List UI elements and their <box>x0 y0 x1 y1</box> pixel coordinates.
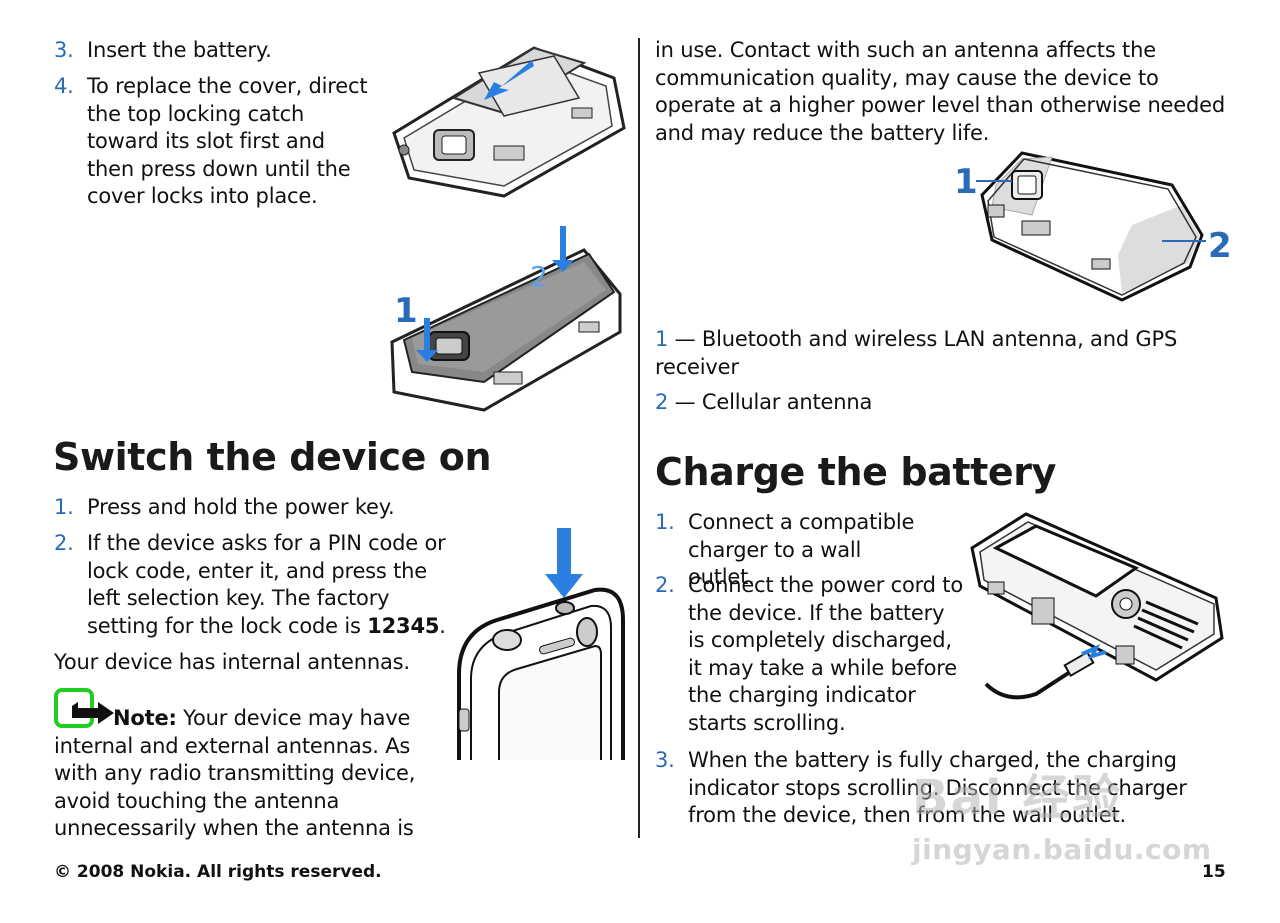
step-text: Insert the battery. <box>87 38 272 62</box>
watermark-url: jingyan.baidu.com <box>912 833 1212 866</box>
step-connect-charger: 1. Connect a compatible charger to a wal… <box>655 509 935 592</box>
step-replace-cover: 4. To replace the cover, direct the top … <box>54 73 384 211</box>
step-number: 1. <box>655 510 675 534</box>
step-text: When the battery is fully charged, the c… <box>688 748 1187 827</box>
legend-item-2: 2 — Cellular antenna <box>655 389 1215 417</box>
antenna-continuation: in use. Contact with such an antenna aff… <box>655 38 1225 145</box>
step-number: 3. <box>54 38 74 62</box>
step-power-key: 1. Press and hold the power key. <box>54 494 454 522</box>
footer-copyright: © 2008 Nokia. All rights reserved. <box>54 862 382 882</box>
step-pin-code: 2. If the device asks for a PIN code or … <box>54 530 454 640</box>
battery-insert-illustration <box>392 46 626 198</box>
figure-label: 2 <box>1208 226 1232 266</box>
note-text: Your device may have internal and extern… <box>54 706 416 840</box>
step-text: If the device asks for a PIN code or loc… <box>87 530 453 640</box>
watermark-logo: Bai 经验 <box>912 770 1123 826</box>
note-icon <box>54 688 114 728</box>
step-text: Connect the power cord to the device. If… <box>688 573 963 735</box>
section-heading-switch-on: Switch the device on <box>53 435 492 479</box>
legend-text: — Bluetooth and wireless LAN antenna, an… <box>655 327 1178 379</box>
legend-item-1: 1 — Bluetooth and wireless LAN antenna, … <box>655 326 1215 381</box>
antenna-location-illustration: 1 2 <box>954 151 1232 302</box>
charging-illustration <box>970 512 1224 700</box>
step-text: Press and hold the power key. <box>87 495 395 519</box>
note-text-first: Note: Your device may have internal and … <box>54 705 449 843</box>
figure-label: 2 <box>530 260 548 293</box>
step-number: 2. <box>54 531 74 555</box>
step-number: 2. <box>655 573 675 597</box>
step-connect-cord: 2. Connect the power cord to the device.… <box>655 572 965 737</box>
page-number: 15 <box>1202 862 1226 882</box>
column-divider <box>638 38 640 838</box>
legend-number: 1 <box>655 327 669 351</box>
section-heading-charge-battery: Charge the battery <box>655 450 1057 494</box>
step-text-body: If the device asks for a PIN code or loc… <box>87 531 446 638</box>
note-block: Note: Your device may have internal and … <box>54 705 629 843</box>
step-insert-battery: 3. Insert the battery. <box>54 37 394 65</box>
power-key-illustration <box>457 528 625 760</box>
step-text: Connect a compatible charger to a wall o… <box>688 510 915 589</box>
cover-replace-illustration: 2 1 <box>390 226 622 412</box>
step-text-tail: . <box>439 613 446 638</box>
step-number: 3. <box>655 748 675 772</box>
figure-label: 1 <box>394 291 418 331</box>
legend-text: — Cellular antenna <box>668 390 873 414</box>
step-number: 1. <box>54 495 74 519</box>
step-text: To replace the cover, direct the top loc… <box>87 74 368 208</box>
legend-number: 2 <box>655 390 669 414</box>
note-label: Note: <box>113 706 177 730</box>
step-fully-charged: 3. When the battery is fully charged, th… <box>655 747 1235 830</box>
step-number: 4. <box>54 74 74 98</box>
lock-code: 12345 <box>367 613 440 638</box>
antenna-paragraph: Your device has internal antennas. <box>54 650 410 674</box>
figure-label: 1 <box>954 162 978 202</box>
